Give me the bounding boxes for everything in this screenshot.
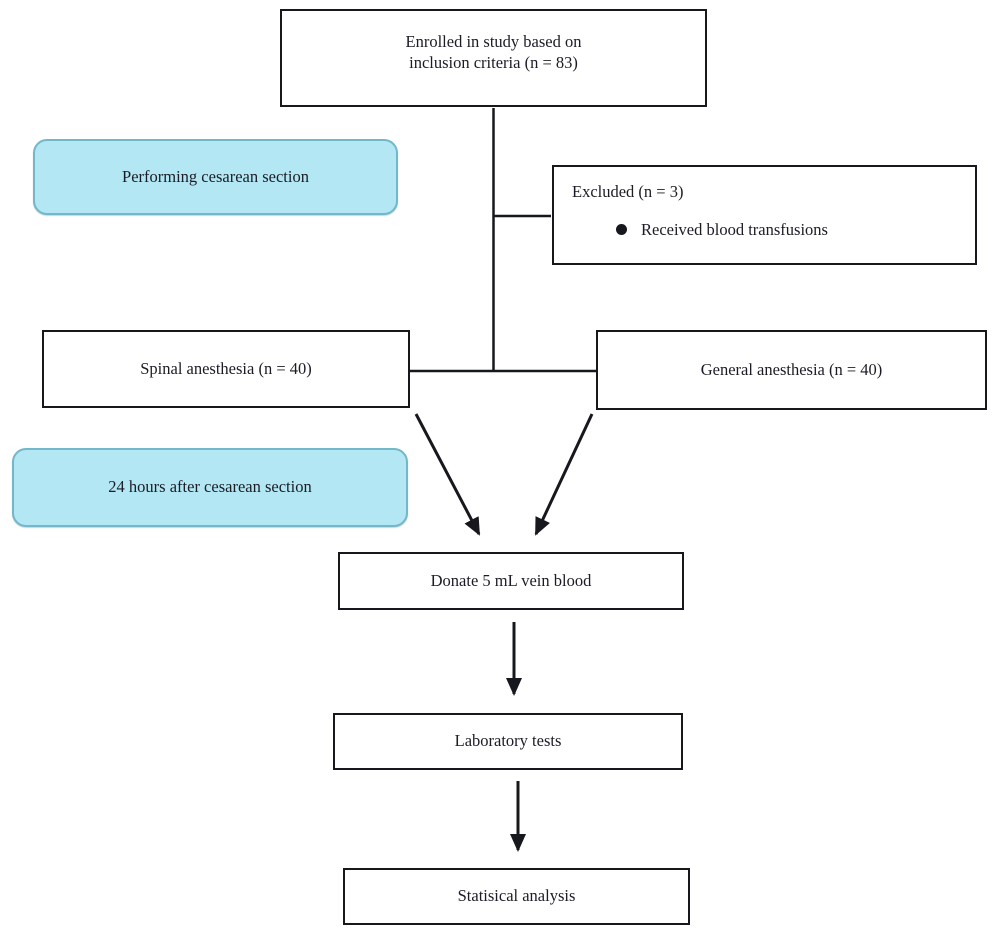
general-label: General anesthesia (n = 40) <box>700 359 883 379</box>
enrolled-label-line2: inclusion criteria (n = 83) <box>409 53 578 72</box>
spinal-label: Spinal anesthesia (n = 40) <box>140 358 312 378</box>
node-statistical-analysis: Statisical analysis <box>343 868 690 925</box>
excluded-bullet-label: Received blood transfusions <box>641 219 828 239</box>
bullet-icon <box>616 224 627 236</box>
node-24-hours-after: 24 hours after cesarean section <box>12 448 408 527</box>
performing-label: Performing cesarean section <box>122 166 309 186</box>
spinal-to-donate-arrow <box>414 413 481 536</box>
stat-label: Statisical analysis <box>457 886 576 906</box>
donate-label: Donate 5 mL vein blood <box>430 570 592 590</box>
lab-label: Laboratory tests <box>454 731 562 751</box>
excluded-bullet-row: Received blood transfusions <box>616 220 957 241</box>
node-spinal-anesthesia: Spinal anesthesia (n = 40) <box>42 330 410 408</box>
excluded-title: Excluded (n = 3) <box>572 182 684 201</box>
node-donate-blood: Donate 5 mL vein blood <box>338 552 684 610</box>
node-enrolled: Enrolled in study based on inclusion cri… <box>280 9 707 107</box>
24hours-label: 24 hours after cesarean section <box>108 477 312 497</box>
node-general-anesthesia: General anesthesia (n = 40) <box>596 330 987 410</box>
node-excluded: Excluded (n = 3) Received blood transfus… <box>552 165 977 265</box>
general-to-donate-arrow <box>534 413 594 536</box>
node-laboratory-tests: Laboratory tests <box>333 713 683 770</box>
node-performing-cesarean: Performing cesarean section <box>33 139 398 215</box>
enrolled-label-line1: Enrolled in study based on <box>405 32 582 52</box>
